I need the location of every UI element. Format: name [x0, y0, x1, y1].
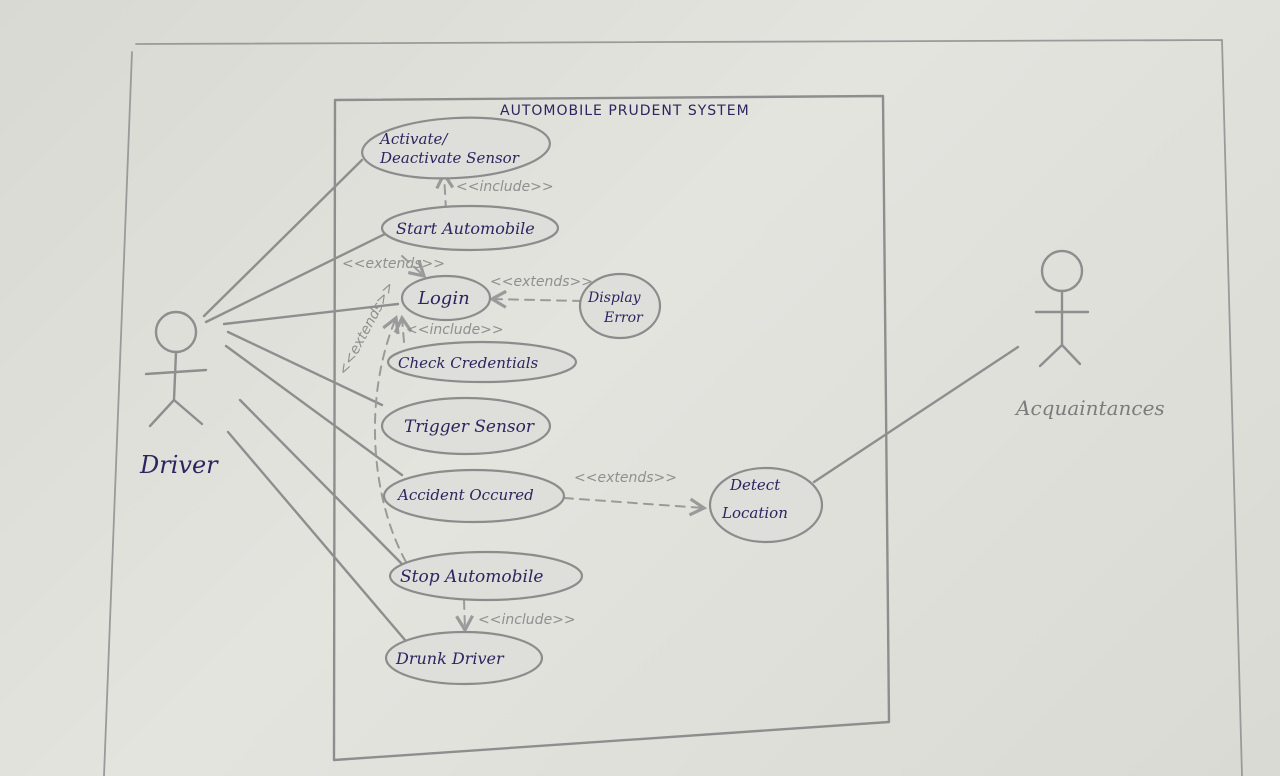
- trigger-label: Trigger Sensor: [404, 417, 535, 437]
- use-case-login[interactable]: Login: [400, 274, 492, 322]
- accident-label: Accident Occured: [396, 486, 534, 504]
- system-boundary: [332, 94, 891, 762]
- acquaintances-actor[interactable]: Acquaintances: [1014, 249, 1165, 420]
- stereotype-include-start-activate: <<include>>: [456, 179, 554, 195]
- use-case-display-error[interactable]: Display Error: [578, 272, 662, 340]
- stop-label: Stop Automobile: [400, 567, 543, 587]
- detect-label-line1: Detect: [729, 476, 781, 494]
- stereotype-extends-detect-accident: <<extends>>: [574, 470, 677, 486]
- use-case-activate-deactivate-sensor[interactable]: Activate/ Deactivate Sensor: [361, 113, 552, 183]
- use-case-trigger-sensor[interactable]: Trigger Sensor: [380, 396, 552, 456]
- driver-head-icon: [154, 310, 198, 354]
- activate-label-line1: Activate/: [378, 130, 449, 148]
- detect-label-line2: Location: [721, 504, 788, 522]
- use-case-check-credentials[interactable]: Check Credentials: [386, 340, 578, 384]
- display-label-line1: Display: [587, 290, 642, 306]
- driver-actor[interactable]: Driver: [139, 310, 219, 479]
- acquaintances-label: Acquaintances: [1014, 396, 1165, 420]
- use-case-stop-automobile[interactable]: Stop Automobile: [388, 550, 584, 602]
- use-case-start-automobile[interactable]: Start Automobile: [380, 204, 560, 252]
- drunk-label: Drunk Driver: [395, 649, 505, 668]
- driver-label: Driver: [139, 451, 219, 479]
- login-label: Login: [417, 288, 470, 309]
- stereotype-include-login-check: <<include>>: [406, 322, 504, 338]
- activate-label-line2: Deactivate Sensor: [379, 149, 520, 167]
- acquaintances-head-icon: [1040, 249, 1084, 293]
- start-label: Start Automobile: [396, 219, 535, 238]
- stereotype-include-stop-drunk: <<include>>: [478, 612, 576, 628]
- use-case-detect-location[interactable]: Detect Location: [708, 466, 824, 544]
- driver-associations: [202, 158, 407, 642]
- acquaintances-body-icon: [1034, 289, 1090, 368]
- stereotype-extends-display-login: <<extends>>: [490, 274, 593, 290]
- acquaintances-association: [812, 345, 1020, 484]
- page-frame: [103, 39, 1243, 776]
- use-case-accident-occured[interactable]: Accident Occured: [382, 468, 566, 524]
- check-label: Check Credentials: [398, 354, 539, 372]
- use-case-drunk-driver[interactable]: Drunk Driver: [384, 630, 544, 686]
- display-label-line2: Error: [603, 310, 644, 326]
- driver-body-icon: [144, 350, 208, 428]
- dependency-lines: [373, 170, 708, 634]
- system-title: AUTOMOBILE PRUDENT SYSTEM: [500, 103, 750, 119]
- stereotype-extends-login-start: <<extends>>: [342, 256, 445, 272]
